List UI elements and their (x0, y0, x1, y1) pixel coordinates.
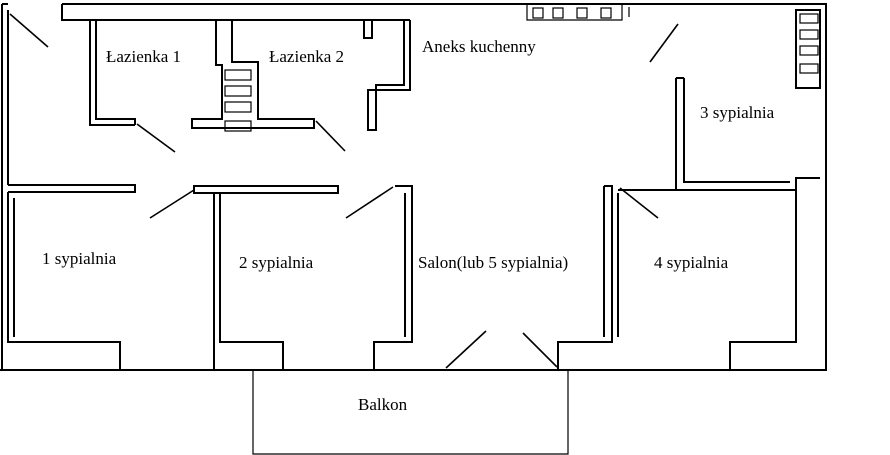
entrance-door (9, 13, 49, 48)
bedroom-2-walls (193, 185, 339, 370)
room-label-bedroom-2: 2 sypialnia (239, 253, 314, 272)
balcony-door-right (522, 332, 558, 368)
bathroom-1-door (136, 123, 176, 153)
bedroom-2-door (345, 186, 394, 219)
room-label-bathroom-2: Łazienka 2 (269, 47, 345, 66)
room-label-bathroom-1: Łazienka 1 (106, 47, 182, 66)
balcony-door-left (445, 330, 487, 369)
bedroom-1-walls (7, 184, 136, 370)
bedroom-1-door (149, 189, 195, 219)
room-label-balcony: Balkon (358, 395, 408, 414)
balcony-outline (252, 370, 569, 455)
kitchen-door (649, 23, 679, 63)
ventilation-shaft (191, 20, 315, 132)
room-label-bedroom-4: 4 sypialnia (654, 253, 729, 272)
bathroom-2-walls (363, 20, 411, 131)
room-label-kitchenette: Aneks kuchenny (422, 37, 536, 56)
top-window (526, 4, 630, 21)
room-label-living-room: Salon(lub 5 sypialnia) (418, 253, 569, 272)
bathroom-2-door (315, 120, 346, 152)
outer-walls (0, 3, 827, 371)
bedroom-4-door (619, 187, 659, 219)
room-label-bedroom-1: 1 sypialnia (42, 249, 117, 268)
right-window (799, 13, 819, 74)
living-room-walls (373, 185, 619, 370)
bedroom-3-walls (675, 77, 820, 191)
bathroom-1-walls (89, 20, 136, 126)
bedroom-4-walls (618, 189, 797, 370)
room-label-bedroom-3: 3 sypialnia (700, 103, 775, 122)
